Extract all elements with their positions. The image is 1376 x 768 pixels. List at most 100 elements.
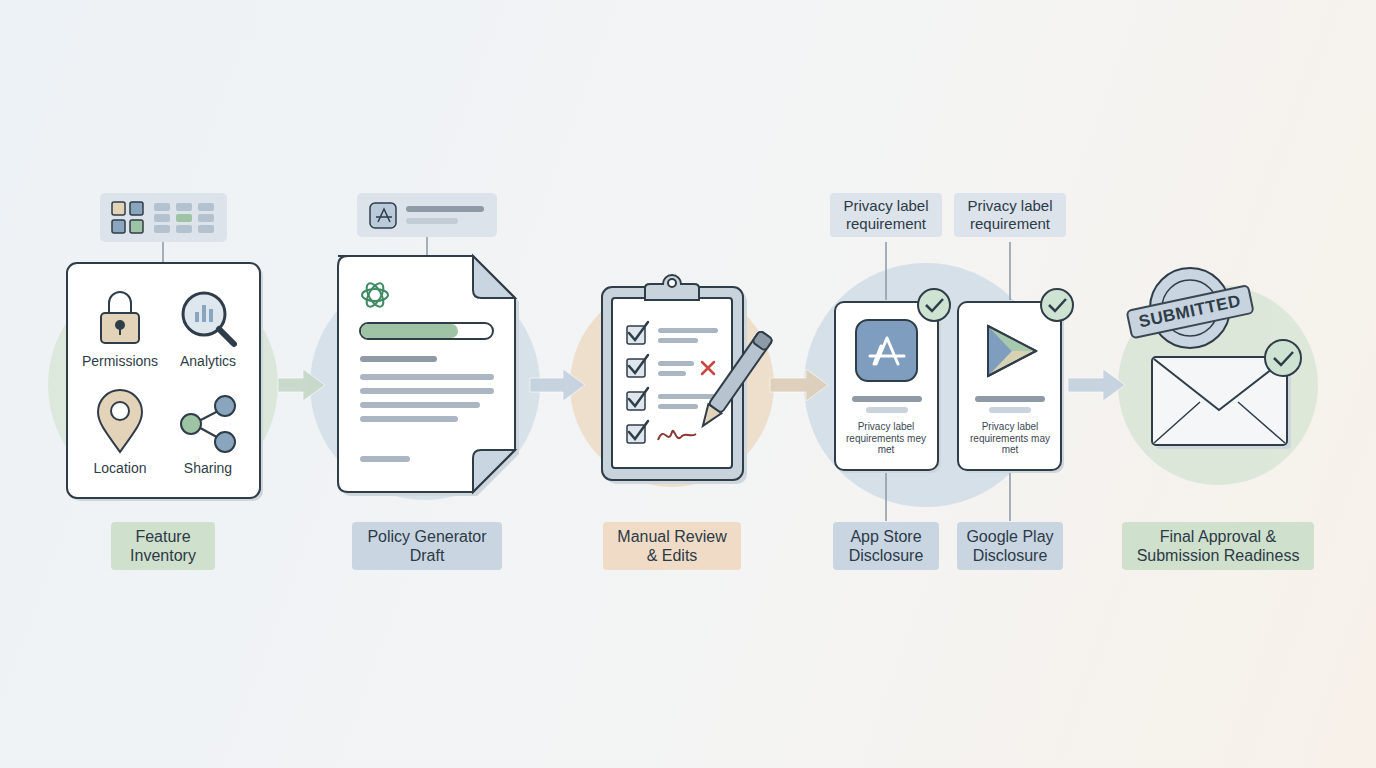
drawing-path	[629, 421, 648, 439]
stage-group: Final Approval & Submission ReadinessSUB…	[1125, 190, 1320, 580]
drawing-rect	[708, 330, 773, 413]
drawing-rect	[67, 263, 260, 498]
drawing-rect	[658, 328, 718, 333]
drawing-rect	[406, 206, 484, 212]
stamp-text: SUBMITTED	[1125, 284, 1254, 340]
drawing-rect	[658, 371, 686, 376]
drawing-circle	[1265, 340, 1301, 376]
generator-tile	[357, 193, 497, 256]
stamp-badge: SUBMITTED	[1140, 290, 1240, 334]
drawing-rect	[360, 356, 437, 362]
drawing-rect	[198, 203, 214, 211]
drawing-path	[870, 338, 904, 364]
drawing-rect	[130, 202, 143, 215]
drawing-rect	[975, 396, 1045, 402]
drawing-path	[119, 328, 121, 335]
drawing-path	[1274, 352, 1293, 365]
drawing-rect	[198, 214, 214, 222]
drawing-circle	[215, 432, 235, 452]
store-disclosure: Privacy label requirementPrivacy label r…	[951, 190, 1068, 580]
drawing-rect	[112, 202, 125, 215]
drawing-circle	[116, 321, 124, 329]
drawing-rect	[989, 407, 1031, 413]
drawing-path	[629, 322, 648, 340]
drawing-rect	[360, 416, 458, 422]
stage-caption: Google Play Disclosure	[957, 522, 1063, 570]
drawing-rect	[958, 302, 1061, 470]
drawing-path	[645, 275, 699, 300]
drawing-rect	[856, 320, 917, 381]
drawing-line	[885, 242, 887, 300]
icon-label: Sharing	[184, 460, 232, 477]
drawing-path	[926, 299, 943, 311]
drawing-circle	[918, 289, 950, 321]
drawing-rect	[360, 402, 480, 408]
drawing-line	[1009, 472, 1011, 521]
stage-group: Feature InventoryPermissionsAnalyticsLoc…	[50, 190, 278, 580]
drawing-path	[658, 431, 696, 440]
drawing-path	[338, 256, 515, 492]
drawing-rect	[1152, 357, 1287, 445]
drawing-path	[629, 355, 648, 373]
drawing-g	[627, 326, 645, 443]
drawing-ellipse	[363, 281, 386, 310]
drawing-circle	[215, 396, 235, 416]
callout-label: Privacy label requirement	[954, 193, 1066, 237]
drawing-g	[362, 281, 388, 310]
inventory-tile	[100, 193, 227, 263]
drawing-path	[473, 256, 515, 298]
drawing-rect	[360, 388, 494, 394]
drawing-line	[885, 472, 887, 521]
drawing-path	[988, 326, 1036, 376]
drawing-line	[426, 237, 428, 256]
flow-arrow	[278, 369, 325, 401]
drawing-rect	[852, 396, 922, 402]
drawing-rect	[154, 203, 170, 211]
drawing-path	[98, 390, 142, 452]
drawing-rect	[198, 225, 214, 233]
drawing-rect	[360, 456, 410, 462]
drawing-g	[852, 396, 1045, 413]
icon-label: Permissions	[82, 353, 158, 370]
stage-caption: Manual Review & Edits	[603, 522, 741, 570]
drawing-ellipse	[363, 281, 386, 310]
drawing-rect	[112, 220, 125, 233]
drawing-g	[658, 328, 718, 409]
drawing-rect	[176, 203, 192, 211]
drawing-circle	[1118, 285, 1318, 485]
drawing-rect	[176, 214, 192, 222]
drawing-rect	[154, 214, 170, 222]
drawing-circle	[1041, 289, 1073, 321]
drawing-rect	[658, 404, 698, 409]
drawing-path	[988, 326, 1036, 376]
drawing-circle	[668, 279, 676, 287]
icon-label: Location	[94, 460, 147, 477]
drawing-g	[360, 356, 494, 462]
flow-arrow	[770, 369, 828, 401]
drawing-path	[1154, 402, 1285, 443]
drawing-line	[1009, 242, 1011, 300]
drawing-circle	[181, 414, 201, 434]
drawing-circle	[570, 283, 774, 487]
card-note: Privacy label requirements mey met	[845, 421, 927, 456]
drawing-path	[702, 362, 714, 374]
drawing-rect	[658, 338, 698, 343]
review-clipboard	[602, 275, 773, 484]
stage-caption: Policy Generator Draft	[352, 522, 502, 570]
drawing-rect	[357, 193, 497, 237]
drawing-line	[162, 242, 164, 263]
drawing-rect	[612, 298, 732, 468]
stage-group: Policy Generator Draft	[325, 190, 530, 580]
drawing-rect	[658, 394, 716, 399]
drawing-circle	[111, 402, 129, 420]
drawing-rect	[752, 330, 773, 351]
drawing-rect	[154, 225, 170, 233]
flow-arrow	[530, 369, 585, 401]
drawing-path	[219, 329, 234, 344]
inventory-card	[67, 263, 263, 501]
drawing-rect	[130, 220, 143, 233]
stage-circles	[48, 263, 1318, 507]
drawing-path	[1154, 359, 1285, 410]
drawing-rect	[370, 203, 396, 228]
